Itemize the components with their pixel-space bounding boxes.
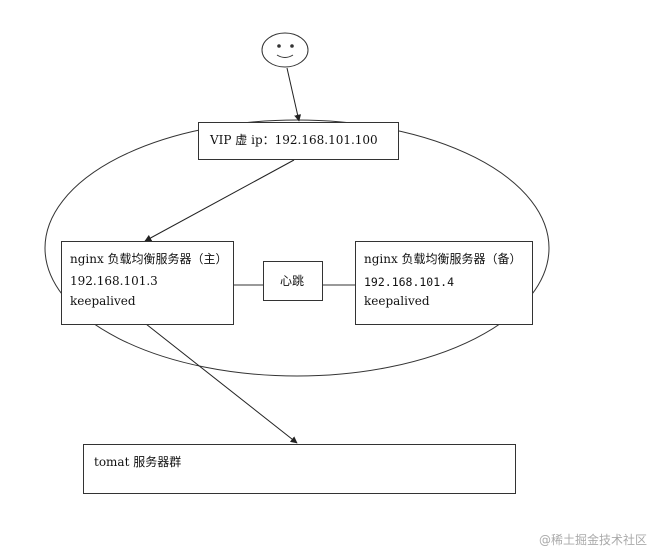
arrow-master-to-tomcat (145, 323, 298, 444)
backup-software: keepalived (364, 294, 430, 308)
heartbeat-label: 心跳 (280, 274, 305, 288)
heartbeat-box: 心跳 (263, 261, 323, 301)
backup-title: nginx 负载均衡服务器（备） (364, 252, 522, 266)
master-ip: 192.168.101.3 (70, 274, 158, 288)
arrow-user-to-vip (286, 67, 302, 122)
watermark: @稀土掘金技术社区 (538, 533, 647, 547)
backup-ip: 192.168.101.4 (364, 275, 455, 289)
backup-nginx-box: nginx 负载均衡服务器（备） 192.168.101.4 keepalive… (355, 241, 533, 325)
master-software: keepalived (70, 294, 136, 308)
vip-label: VIP 虚 ip：192.168.101.100 (210, 133, 378, 147)
vip-box: VIP 虚 ip：192.168.101.100 (198, 122, 399, 160)
tomcat-label: tomat 服务器群 (94, 455, 182, 469)
master-nginx-box: nginx 负载均衡服务器（主） 192.168.101.3 keepalive… (61, 241, 234, 325)
user-smiley-icon (261, 32, 309, 68)
arrow-vip-to-master (144, 159, 295, 242)
master-title: nginx 负载均衡服务器（主） (70, 252, 228, 266)
tomcat-box: tomat 服务器群 (83, 444, 516, 494)
